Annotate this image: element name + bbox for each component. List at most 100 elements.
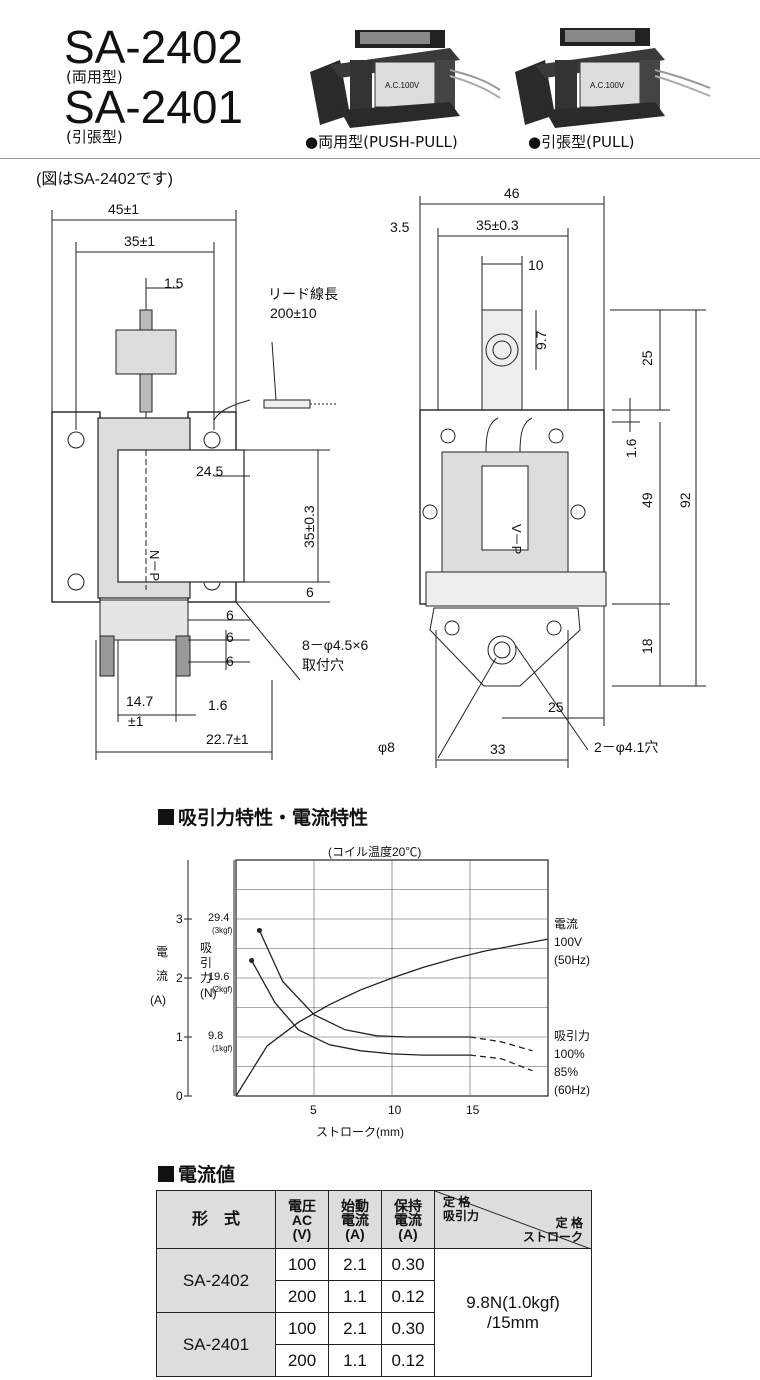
dim-6-a: 6 bbox=[306, 584, 314, 600]
dim-side-49: 49 bbox=[639, 492, 655, 508]
x-tick-label: 15 bbox=[466, 1103, 480, 1117]
x-tick-label: 10 bbox=[388, 1103, 402, 1117]
photo-caption-push-pull: ●両用型(PUSH-PULL) bbox=[305, 133, 458, 151]
product-photo-push-pull: A.C.100V bbox=[310, 30, 501, 128]
current-tick-label: 1 bbox=[176, 1030, 183, 1044]
current-series-label: 100V bbox=[554, 935, 582, 949]
series-start-dot bbox=[249, 958, 255, 964]
cell-hold: 0.30 bbox=[381, 1248, 435, 1281]
drawing-note: (図はSA-2402です) bbox=[36, 170, 173, 188]
current-tick-label: 3 bbox=[176, 912, 183, 926]
x-tick-label: 5 bbox=[310, 1103, 317, 1117]
series-dash-force_85 bbox=[469, 1054, 533, 1072]
force-current-chart: (コイル温度20℃) 5 10 15 ストローク(mm) 0 1 2 3 電流 (A) 29.4 (3… bbox=[150, 844, 590, 1139]
dim-side-25b: 25 bbox=[548, 699, 564, 715]
force-tick-unit: (2kgf) bbox=[212, 985, 233, 994]
force-tick-label: 19.6 bbox=[208, 971, 229, 983]
photo-caption-pull: ●引張型(PULL) bbox=[528, 133, 635, 151]
th-rated-force: 定 格吸引力 bbox=[443, 1195, 480, 1223]
force-series-label: 100% bbox=[554, 1047, 585, 1061]
force-axis-label: 引 bbox=[200, 956, 212, 970]
dim-front-plunger: 1.5 bbox=[164, 275, 184, 291]
force-series-label: 85% bbox=[554, 1065, 578, 1079]
dim-mount-pitch: 35±0.3 bbox=[301, 505, 317, 548]
photo-label-2: A.C.100V bbox=[590, 81, 625, 90]
current-axis-label: 流 bbox=[156, 969, 168, 983]
th-hold-current: 保持電流(A) bbox=[381, 1190, 435, 1249]
series-line-force_85 bbox=[251, 960, 470, 1056]
lead-label-2: 200±10 bbox=[270, 305, 317, 321]
header-divider bbox=[0, 158, 760, 159]
force-tick-label: 9.8 bbox=[208, 1030, 223, 1042]
cell-start: 1.1 bbox=[328, 1344, 382, 1377]
dim-front-overall: 45±1 bbox=[108, 201, 139, 217]
current-series-label: 電流 bbox=[554, 917, 578, 931]
product-photo-pull: A.C.100V bbox=[515, 28, 711, 128]
mount-holes-label-2: 取付穴 bbox=[302, 657, 344, 673]
chart-section-title: 吸引力特性・電流特性 bbox=[158, 803, 368, 830]
current-tick-label: 2 bbox=[176, 971, 183, 985]
dim-side-35: 35±0.3 bbox=[476, 217, 519, 233]
force-tick-unit: (3kgf) bbox=[212, 926, 233, 935]
cell-hold: 0.12 bbox=[381, 1344, 435, 1377]
dim-side-10: 10 bbox=[528, 257, 544, 273]
model-sa2402-type: (両用型) bbox=[66, 68, 123, 86]
model-sa2401-title: SA-2401 bbox=[64, 81, 244, 133]
force-axis-label: (N) bbox=[200, 986, 217, 1000]
force-axis-label: 吸 bbox=[200, 941, 212, 955]
dim-14-7: 14.7 bbox=[126, 693, 153, 709]
series-start-dot bbox=[256, 927, 262, 933]
cell-rating: 9.8N(1.0kgf)/15mm bbox=[434, 1248, 592, 1377]
dim-side-25: 25 bbox=[639, 350, 655, 366]
dim-side-33: 33 bbox=[490, 741, 506, 757]
mount-holes-label: 8－φ4.5×6 bbox=[302, 637, 369, 653]
dim-phi8: φ8 bbox=[378, 739, 395, 755]
model-sa2401-type: (引張型) bbox=[66, 128, 123, 146]
cell-hold: 0.30 bbox=[381, 1312, 435, 1345]
cell-hold: 0.12 bbox=[381, 1280, 435, 1313]
cell-start: 2.1 bbox=[328, 1248, 382, 1281]
chart-subtitle: (コイル温度20℃) bbox=[328, 844, 421, 859]
current-series-label: (50Hz) bbox=[554, 953, 590, 967]
table-section-title: 電流値 bbox=[158, 1160, 235, 1187]
series-line-force_100 bbox=[258, 930, 470, 1038]
dim-coil-width: 24.5 bbox=[196, 463, 223, 479]
dim-6-d: 6 bbox=[226, 653, 234, 669]
force-axis-label: 力 bbox=[200, 971, 212, 985]
dim-14-7-tol: ±1 bbox=[128, 713, 144, 729]
th-rated-stroke: 定 格ストローク bbox=[522, 1216, 583, 1244]
dim-front-inner: 35±1 bbox=[124, 233, 155, 249]
dim-side-3-5: 3.5 bbox=[390, 219, 410, 235]
cell-start: 1.1 bbox=[328, 1280, 382, 1313]
dim-side-92: 92 bbox=[677, 492, 693, 508]
force-series-label: 吸引力 bbox=[554, 1029, 590, 1043]
row-model-sa2401: SA-2401 bbox=[156, 1312, 276, 1377]
th-rating: 定 格吸引力 定 格ストローク bbox=[434, 1190, 592, 1249]
model-sa2402-title: SA-2402 bbox=[64, 21, 244, 73]
dim-side-1-6: 1.6 bbox=[623, 438, 639, 458]
dim-side-18: 18 bbox=[639, 638, 655, 654]
cell-voltage: 200 bbox=[275, 1344, 329, 1377]
cell-start: 2.1 bbox=[328, 1312, 382, 1345]
lead-label-1: リード線長 bbox=[268, 286, 338, 302]
force-tick-unit: (1kgf) bbox=[212, 1044, 233, 1053]
force-series-label: (60Hz) bbox=[554, 1083, 590, 1097]
dim-6-c: 6 bbox=[226, 629, 234, 645]
row-model-sa2402: SA-2402 bbox=[156, 1248, 276, 1313]
series-dash-force_100 bbox=[469, 1036, 533, 1052]
dim-side-46: 46 bbox=[504, 185, 520, 201]
th-start-current: 始動電流(A) bbox=[328, 1190, 382, 1249]
dimension-drawing: (図はSA-2402です) bbox=[36, 170, 706, 768]
force-tick-label: 29.4 bbox=[208, 912, 229, 924]
dim-6-b: 6 bbox=[226, 607, 234, 623]
x-axis-label: ストローク(mm) bbox=[316, 1125, 404, 1139]
dim-side-9-7: 9.7 bbox=[533, 330, 549, 350]
dim-1-6-front: 1.6 bbox=[208, 697, 228, 713]
photo-label-1: A.C.100V bbox=[385, 81, 420, 90]
current-tick-label: 0 bbox=[176, 1089, 183, 1103]
current-axis-label: (A) bbox=[150, 993, 166, 1007]
dim-holes-side: 2－φ4.1穴 bbox=[594, 739, 658, 755]
th-model: 形 式 bbox=[156, 1190, 276, 1249]
